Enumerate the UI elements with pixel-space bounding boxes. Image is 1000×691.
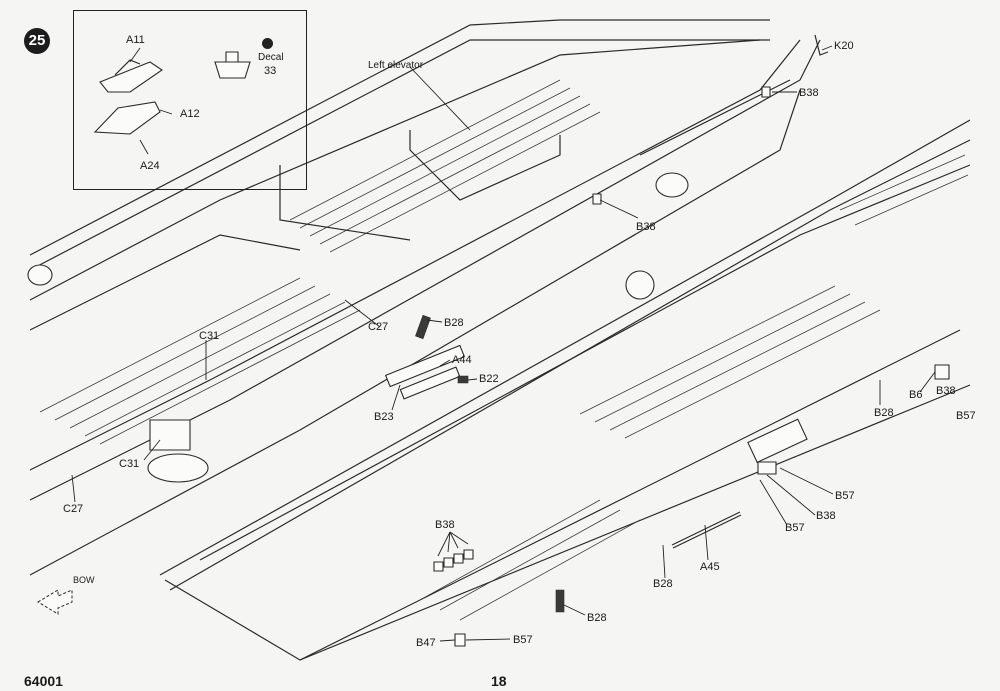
bow-label: BOW	[73, 575, 95, 585]
callout-c31-a: C31	[199, 330, 220, 342]
callout-b28-bottom: B28	[587, 612, 607, 624]
callout-leaders	[72, 46, 935, 641]
lower-hull-drawing	[160, 120, 970, 660]
callout-b6: B6	[909, 389, 923, 401]
callout-left-elevator: Left elevator	[368, 60, 424, 71]
callout-c27-a: C27	[368, 321, 389, 333]
callout-b38-group: B38	[435, 519, 455, 531]
callout-b57-mid: B57	[835, 490, 855, 502]
decal-number: 33	[264, 65, 277, 77]
callout-b47: B47	[416, 637, 436, 649]
callout-b23: B23	[374, 411, 394, 423]
callout-a11: A11	[126, 34, 145, 46]
step-number-badge: 25	[24, 28, 50, 54]
callout-a12: A12	[180, 108, 200, 120]
callout-b38-top: B38	[799, 87, 819, 99]
callout-k20: K20	[834, 40, 854, 52]
callout-b57-right: B57	[956, 410, 976, 422]
callout-b38-right: B38	[936, 385, 956, 397]
callout-b22: B22	[479, 373, 499, 385]
callout-b57-lower: B57	[785, 522, 805, 534]
callout-b28-lower: B28	[653, 578, 673, 590]
page-number: 18	[491, 673, 507, 689]
callout-b28-right: B28	[874, 407, 894, 419]
callout-b38-mid: B38	[636, 221, 656, 233]
inset-drawing	[95, 48, 250, 154]
callout-b57-bottom: B57	[513, 634, 533, 646]
product-code: 64001	[24, 673, 63, 689]
decal-label: Decal	[258, 52, 284, 63]
upper-hull-drawing	[28, 20, 828, 575]
bow-arrow-icon	[38, 590, 72, 614]
callout-b28-a: B28	[444, 317, 464, 329]
callout-c31-b: C31	[119, 458, 140, 470]
callout-a24: A24	[140, 160, 160, 172]
callout-c27-b: C27	[63, 503, 84, 515]
inset-panel	[73, 10, 307, 190]
callout-a44: A44	[452, 354, 472, 366]
decal-icon	[262, 38, 273, 49]
callout-a45: A45	[700, 561, 720, 573]
callout-b38-lower: B38	[816, 510, 836, 522]
